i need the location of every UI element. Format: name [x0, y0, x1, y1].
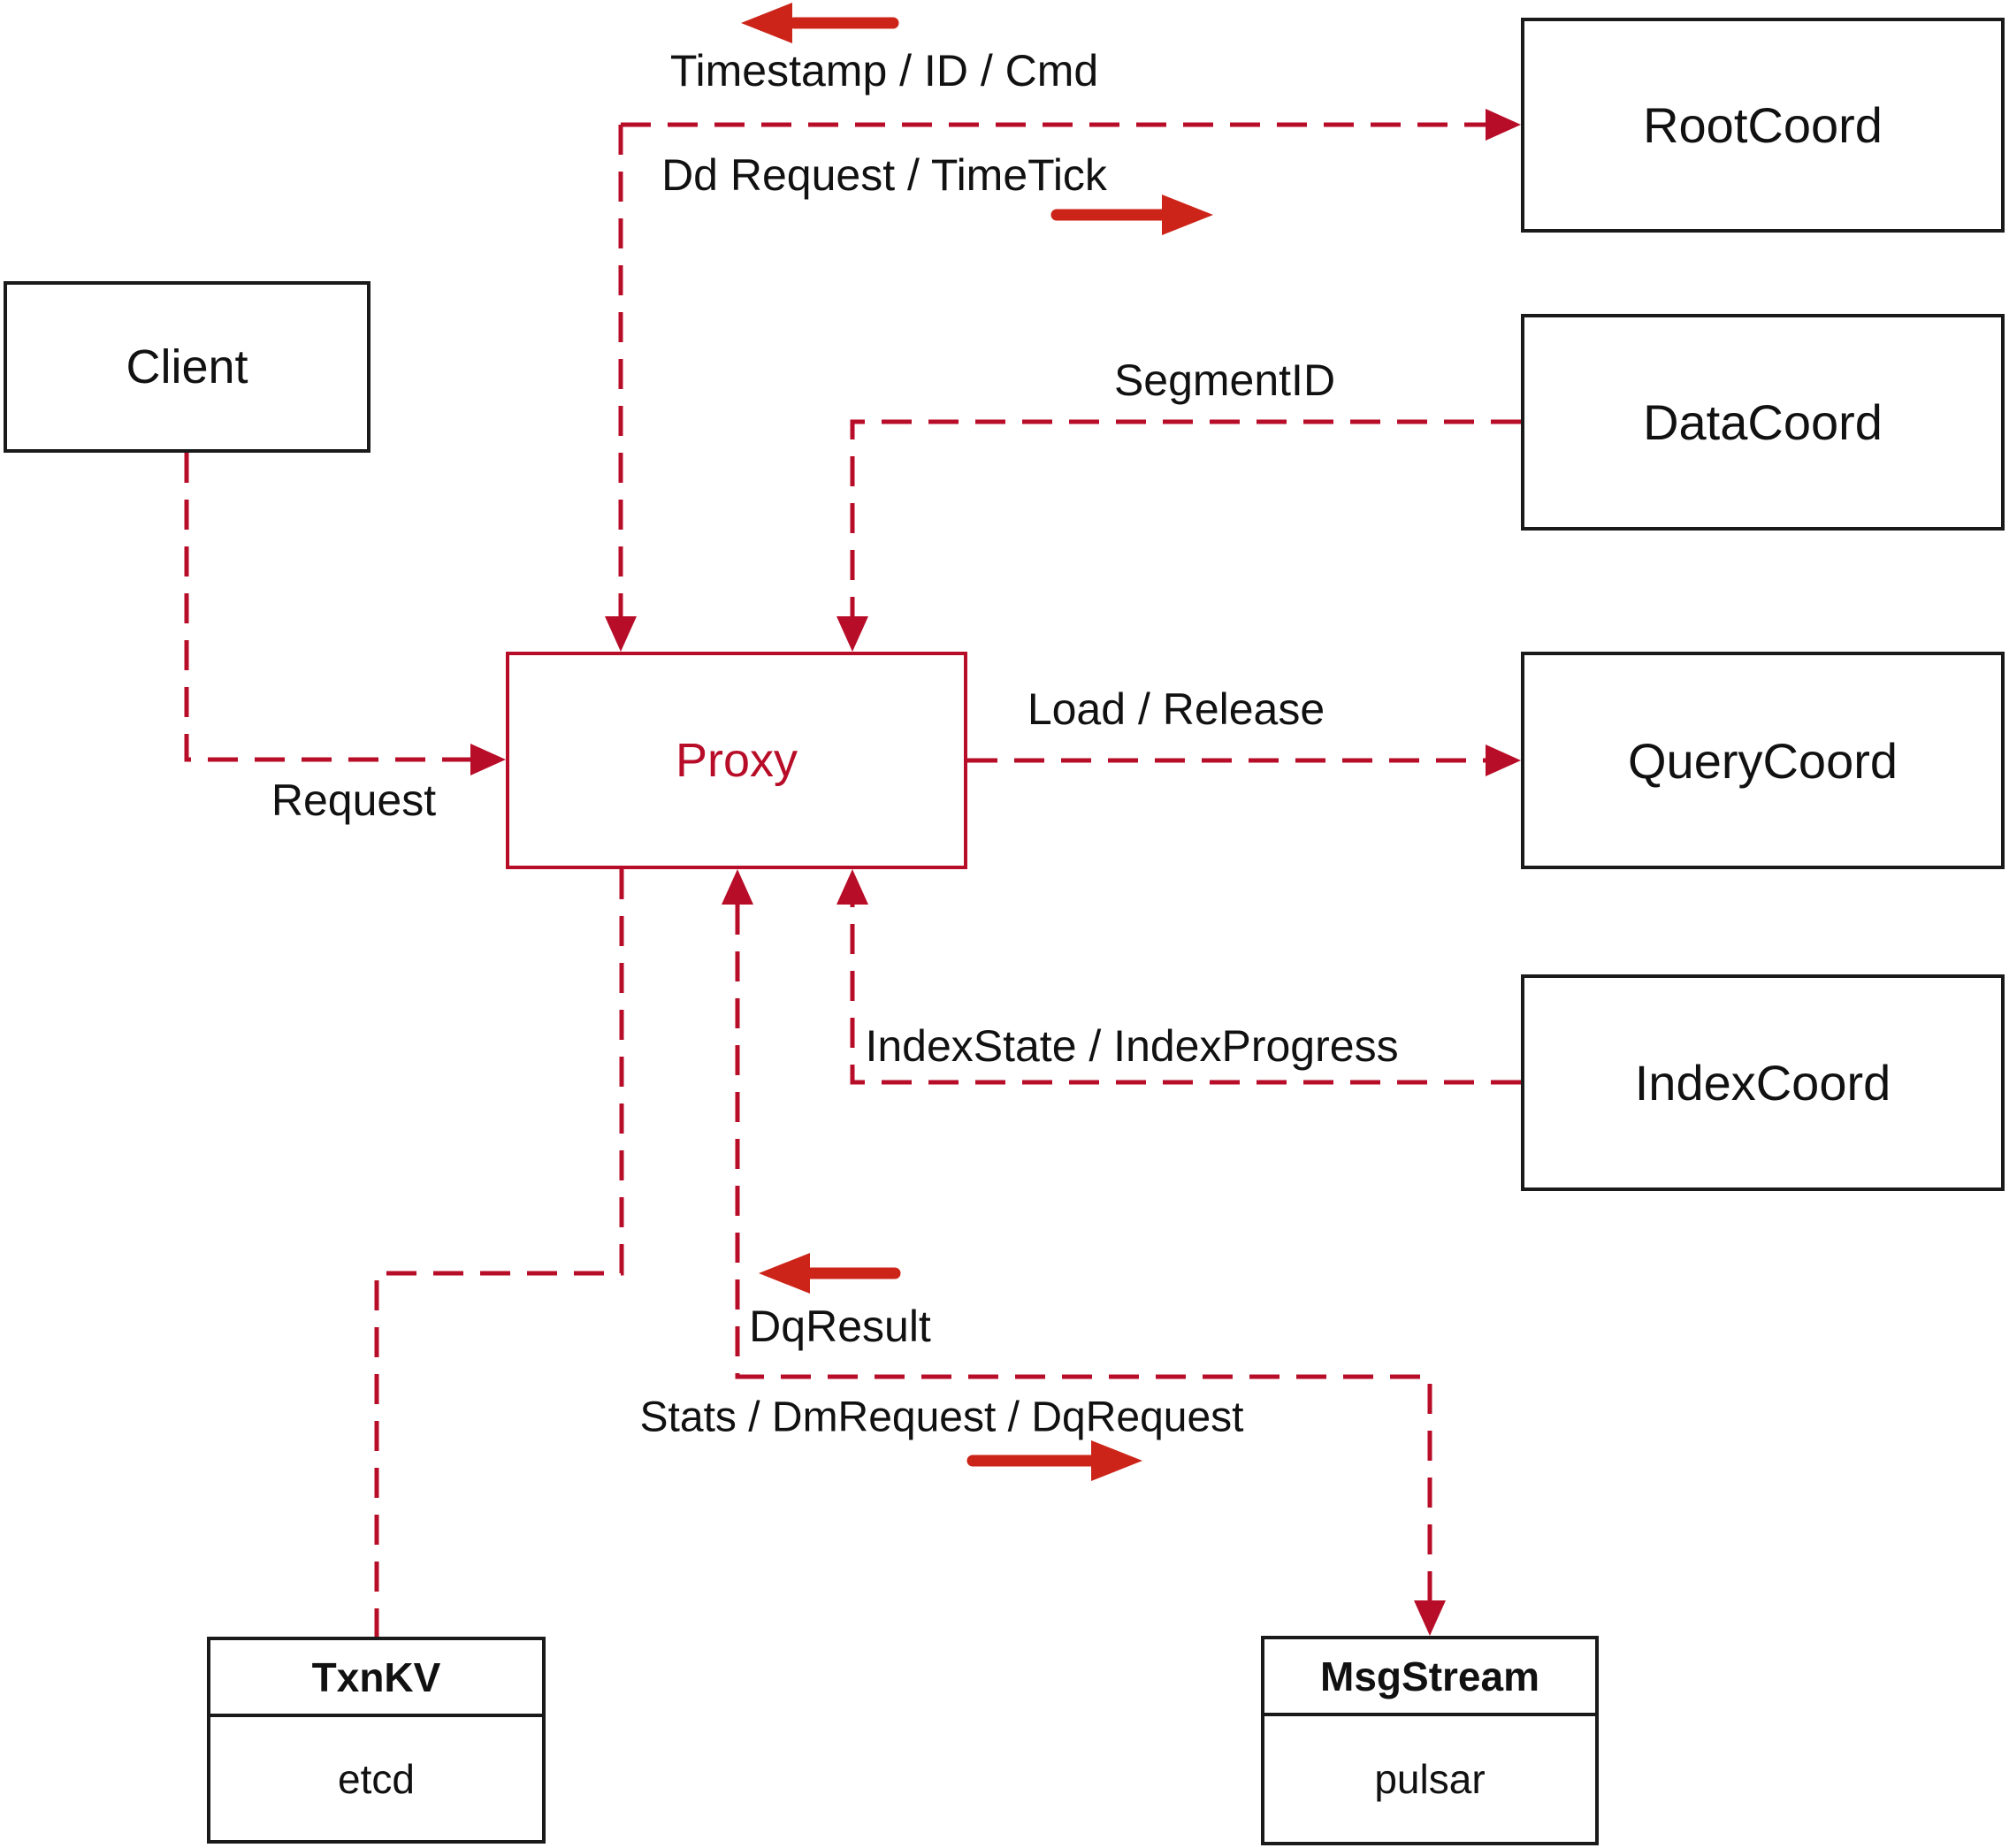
txnkv-implementation: etcd — [338, 1755, 415, 1802]
edge-label-dd-request-timetick: Dd Request / TimeTick — [661, 150, 1107, 200]
arrowhead-into-rootcoord — [1486, 109, 1521, 141]
arrowhead-into-msgstream — [1414, 1600, 1446, 1636]
connector-indexcoord-proxy — [850, 905, 1521, 1085]
node-datacoord: DataCoord — [1521, 314, 2005, 531]
arrowhead-into-proxy-left — [470, 744, 506, 775]
edge-label-timestamp-id-cmd: Timestamp / ID / Cmd — [669, 46, 1099, 95]
node-querycoord: QueryCoord — [1521, 652, 2005, 869]
edge-label-stats-dmrequest-dqrequest: Stats / DmRequest / DqRequest — [639, 1394, 1244, 1441]
arrowhead-into-proxy-bottom-right — [836, 869, 868, 905]
direction-arrow-right-stats — [966, 1440, 1142, 1481]
txnkv-title: TxnKV — [210, 1640, 542, 1717]
connector-proxy-txnkv — [374, 869, 624, 1637]
direction-arrow-left-dqresult — [759, 1253, 901, 1294]
node-client: Client — [4, 281, 370, 453]
node-msgstream: MsgStream pulsar — [1261, 1636, 1599, 1845]
node-indexcoord: IndexCoord — [1521, 974, 2005, 1191]
node-proxy: Proxy — [506, 652, 967, 869]
msgstream-implementation: pulsar — [1374, 1756, 1486, 1802]
edge-label-load-release: Load / Release — [1027, 684, 1325, 734]
edge-label-request: Request — [271, 775, 437, 825]
connector-proxy-msgstream — [735, 905, 1432, 1600]
arrowhead-into-querycoord — [1486, 745, 1521, 776]
edge-label-dqresult: DqResult — [749, 1302, 931, 1351]
arrowhead-into-proxy-top-right — [836, 616, 868, 652]
direction-arrow-right-ddrequest — [1050, 195, 1213, 235]
connector-client-proxy — [184, 453, 470, 762]
msgstream-title: MsgStream — [1264, 1639, 1595, 1716]
node-rootcoord: RootCoord — [1521, 18, 2005, 233]
connector-datacoord-proxy — [850, 419, 1521, 616]
arrowhead-into-proxy-bottom-left — [722, 869, 753, 905]
node-txnkv: TxnKV etcd — [207, 1637, 546, 1844]
direction-arrow-left-timestamp — [741, 3, 899, 43]
edge-label-indexstate-indexprogress: IndexState / IndexProgress — [865, 1021, 1399, 1071]
arrowhead-into-proxy-top-left — [605, 616, 637, 652]
edge-label-segmentid: SegmentID — [1113, 355, 1336, 405]
